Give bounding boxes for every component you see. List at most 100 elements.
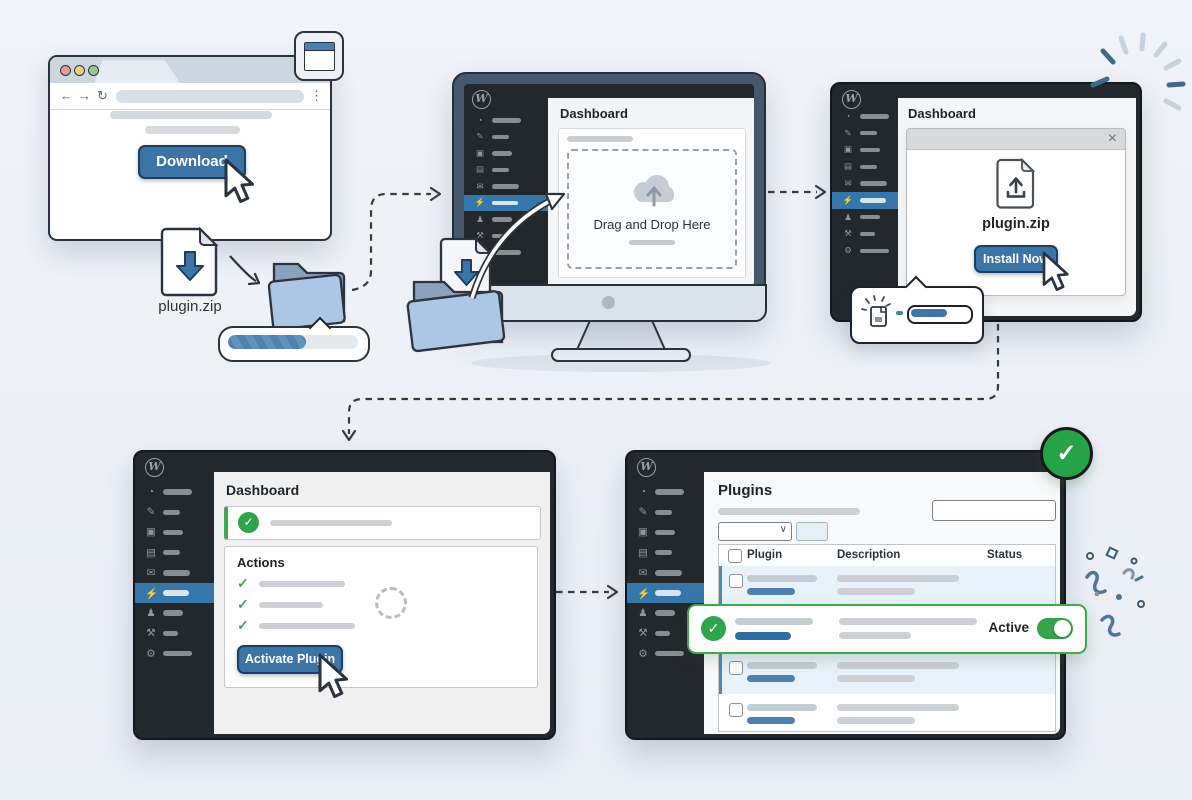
description-placeholder: [837, 575, 959, 582]
sidebar-item-dashboard[interactable]: ◔: [464, 112, 548, 129]
file-fold: [475, 236, 493, 254]
download-button[interactable]: Download: [138, 145, 246, 179]
minimize-traffic-light[interactable]: [74, 65, 85, 76]
browser-navbar: ← → ↻ ⋮: [50, 83, 330, 110]
menu-label-placeholder: [163, 489, 192, 495]
menu-label-placeholder: [492, 250, 521, 255]
sidebar-item-comments[interactable]: ✉: [832, 175, 898, 192]
apply-button[interactable]: [796, 522, 828, 541]
page-title: Dashboard: [560, 106, 628, 121]
row-checkbox[interactable]: [729, 661, 743, 675]
menu-label-placeholder: [492, 217, 513, 222]
sidebar-item-media[interactable]: ▣: [832, 142, 898, 159]
page-title: Plugins: [718, 482, 773, 499]
column-header-description[interactable]: Description: [837, 549, 901, 561]
select-all-checkbox[interactable]: [728, 549, 742, 563]
search-plugins-input[interactable]: [932, 500, 1056, 521]
sidebar-item-comments[interactable]: ✉: [464, 178, 548, 195]
activate-plugin-button[interactable]: Activate Plugin: [237, 645, 343, 674]
dashboard-icon: ◔: [639, 486, 647, 499]
menu-dots-icon[interactable]: ⋮: [310, 88, 323, 103]
sidebar-item-pages[interactable]: ▤: [135, 543, 214, 563]
sidebar-item-users[interactable]: ♟: [627, 603, 704, 623]
dashboard-icon: ◔: [147, 486, 155, 499]
table-row[interactable]: [719, 696, 1055, 731]
sidebar-item-posts[interactable]: ✎: [627, 502, 704, 522]
active-toggle[interactable]: [1037, 618, 1073, 639]
install-now-button[interactable]: Install Now: [974, 245, 1058, 273]
forward-icon[interactable]: →: [78, 88, 91, 103]
settings-icon: ⚙: [638, 647, 648, 660]
sidebar-item-settings[interactable]: ⚙: [135, 644, 214, 664]
sidebar-item-plugins[interactable]: ⚡: [464, 194, 556, 211]
maximize-traffic-light[interactable]: [88, 65, 99, 76]
column-header-status[interactable]: Status: [987, 549, 1023, 561]
plugin-zip-file: [158, 226, 222, 298]
sidebar-item-comments[interactable]: ✉: [135, 563, 214, 583]
plugin-name-placeholder: [735, 618, 813, 625]
sidebar-item-dashboard[interactable]: ◔: [135, 482, 214, 502]
file-fold: [199, 226, 219, 246]
table-row[interactable]: [719, 653, 1055, 694]
sidebar-item-posts[interactable]: ✎: [135, 502, 214, 522]
menu-label-placeholder: [860, 181, 888, 186]
sidebar-item-settings[interactable]: ⚙: [832, 242, 898, 259]
address-bar[interactable]: [116, 90, 304, 103]
sidebar-item-pages[interactable]: ▤: [464, 162, 548, 179]
menu-label-placeholder: [655, 529, 676, 536]
sidebar-item-dashboard[interactable]: ◔: [832, 108, 898, 125]
sidebar-item-settings[interactable]: ⚙: [627, 644, 704, 664]
table-row[interactable]: [719, 566, 1055, 607]
folder-front: [267, 273, 346, 331]
menu-label-placeholder: [655, 630, 671, 637]
bulk-actions-select[interactable]: ∨: [718, 522, 792, 541]
admin-sidebar: ◔✎▣▤✉⚡♟⚒⚙: [832, 108, 906, 259]
menu-label-placeholder: [163, 630, 179, 637]
sidebar-item-plugins[interactable]: ⚡: [627, 582, 712, 604]
modal-header: ×: [907, 129, 1125, 150]
subtitle-placeholder: [718, 508, 860, 515]
active-plugin-row[interactable]: ✓ Active: [687, 604, 1087, 654]
sidebar-item-pages[interactable]: ▤: [832, 158, 898, 175]
back-icon[interactable]: ←: [60, 88, 73, 103]
row-checkbox[interactable]: [729, 703, 743, 717]
sidebar-item-media[interactable]: ▣: [464, 145, 548, 162]
menu-label-placeholder: [492, 184, 520, 189]
sidebar-item-posts[interactable]: ✎: [832, 125, 898, 142]
reload-icon[interactable]: ↻: [97, 88, 108, 103]
drag-drop-zone[interactable]: Drag and Drop Here: [567, 149, 737, 269]
pages-icon: ▤: [475, 164, 485, 175]
sidebar-item-plugins[interactable]: ⚡: [832, 191, 906, 209]
browser-tab[interactable]: [94, 60, 180, 83]
sidebar-item-media[interactable]: ▣: [627, 522, 704, 542]
sidebar-item-users[interactable]: ♟: [135, 603, 214, 623]
sidebar-item-media[interactable]: ▣: [135, 522, 214, 542]
sidebar-item-tools[interactable]: ⚒: [832, 226, 898, 243]
chevron-down-icon: ∨: [779, 524, 787, 535]
menu-label-placeholder: [655, 610, 676, 616]
row-checkbox[interactable]: [729, 574, 743, 588]
sidebar-item-posts[interactable]: ✎: [464, 129, 548, 146]
success-notice: ✓: [224, 506, 541, 540]
sidebar-item-users[interactable]: ♟: [832, 209, 898, 226]
sidebar-item-dashboard[interactable]: ◔: [627, 482, 704, 502]
close-traffic-light[interactable]: [60, 65, 71, 76]
sidebar-item-users[interactable]: ♟: [464, 211, 548, 228]
mini-window-titlebar: [305, 43, 334, 51]
posts-icon: ✎: [146, 506, 156, 519]
imac-monitor: W ◔✎▣▤✉⚡♟⚒⚙ Dashboard Drag and Drop Here: [451, 72, 767, 322]
menu-label-placeholder: [492, 118, 521, 123]
plugin-name-placeholder: [747, 662, 817, 669]
sidebar-item-tools[interactable]: ⚒: [627, 623, 704, 643]
sidebar-item-tools[interactable]: ⚒: [135, 623, 214, 643]
dropzone-text-placeholder: [629, 240, 675, 245]
posts-icon: ✎: [476, 131, 484, 142]
close-icon[interactable]: ×: [1107, 130, 1117, 147]
column-header-plugin[interactable]: Plugin: [747, 549, 783, 561]
sidebar-item-pages[interactable]: ▤: [627, 543, 704, 563]
description-placeholder: [837, 704, 959, 711]
mini-window-icon: [304, 42, 335, 71]
sidebar-item-plugins[interactable]: ⚡: [135, 582, 222, 604]
sidebar-item-comments[interactable]: ✉: [627, 563, 704, 583]
